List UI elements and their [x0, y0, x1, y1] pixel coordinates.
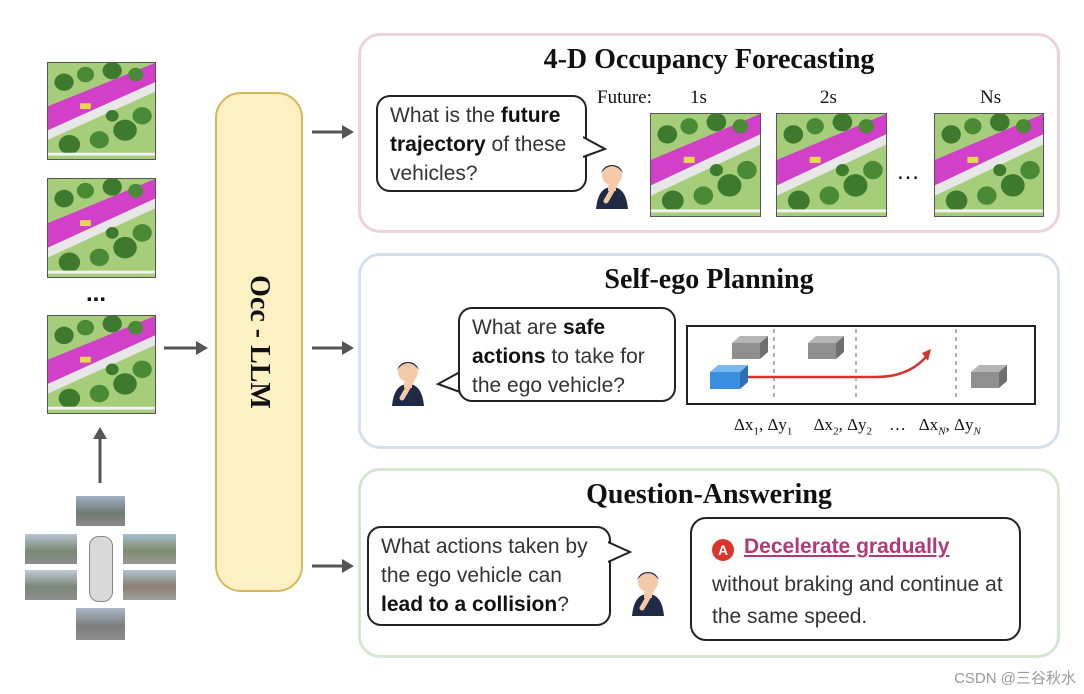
- delta-sub-2b: 2: [866, 425, 873, 438]
- delta-sub-2: 2: [833, 425, 839, 438]
- forecast-frame-ns: [934, 113, 1044, 217]
- person-icon: [628, 562, 668, 624]
- person-icon: [592, 155, 632, 217]
- qa-question-emphasis: lead to a collision: [381, 593, 558, 616]
- vehicle-box-2: [808, 336, 844, 359]
- qa-question-bubble: What actions taken by the ego vehicle ca…: [367, 526, 611, 626]
- forecast-frame-1s: [650, 113, 761, 217]
- qa-question-text-end: ?: [557, 593, 569, 616]
- qa-question-text: What actions taken by the ego vehicle ca…: [381, 535, 588, 587]
- delta-x-1: Δx: [734, 415, 754, 434]
- frame-label-1s: 1s: [690, 87, 707, 108]
- delta-sub-n: N: [938, 425, 946, 438]
- ego-car: [89, 536, 113, 602]
- occ-llm-block: Occ - LLM: [215, 92, 303, 592]
- delta-sub-nb: N: [973, 425, 981, 438]
- qa-title: Question-Answering: [586, 479, 832, 510]
- camera-back-right: [123, 570, 176, 600]
- planning-question-emphasis: safe actions: [472, 316, 606, 368]
- forecasting-question-emphasis: future trajectory: [390, 104, 561, 156]
- occ-llm-label: Occ - LLM: [244, 275, 275, 409]
- person-icon: [388, 352, 428, 414]
- delta-sub-1: 1: [753, 425, 759, 438]
- planning-bubble-tail: [436, 371, 460, 393]
- arrow-llm-to-forecast: [312, 125, 354, 139]
- camera-front-right: [123, 534, 176, 564]
- planning-question-bubble: What are safe actions to take for the eg…: [458, 307, 676, 402]
- camera-front-left: [25, 534, 77, 564]
- forecasting-bubble-tail: [583, 136, 608, 158]
- forecast-frame-2s: [776, 113, 887, 217]
- occupancy-map-3: [47, 315, 156, 414]
- vehicle-box-1: [732, 336, 768, 359]
- vehicle-box-3: [971, 365, 1007, 388]
- left-ellipsis: ...: [86, 280, 107, 307]
- frames-ellipsis: …: [896, 158, 920, 185]
- watermark: CSDN @三谷秋水: [954, 670, 1076, 687]
- forecasting-question-text-end: of these vehicles?: [390, 133, 567, 185]
- forecasting-title: 4-D Occupancy Forecasting: [543, 44, 875, 75]
- answer-headline: Decelerate gradually: [744, 535, 950, 558]
- delta-sub-1b: 1: [786, 425, 793, 438]
- delta-y-2: , Δy: [838, 415, 867, 434]
- delta-x-n: Δx: [918, 415, 939, 434]
- delta-y-1: , Δy: [758, 415, 787, 434]
- ego-vehicle-box: [710, 365, 748, 389]
- forecasting-question-bubble: What is the future trajectory of these v…: [376, 95, 587, 192]
- camera-back-left: [25, 570, 77, 600]
- planning-question-text: What are: [472, 316, 564, 339]
- frame-label-ns: Ns: [980, 87, 1002, 108]
- camera-images: [25, 496, 177, 640]
- answer-body: without braking and continue at the same…: [712, 573, 1003, 628]
- answer-badge-icon: A: [712, 539, 734, 561]
- arrow-llm-to-planning: [312, 341, 354, 355]
- occupancy-map-1: [47, 62, 156, 160]
- qa-bubble-tail: [608, 541, 633, 563]
- camera-front: [76, 496, 125, 526]
- forecasting-question-text: What is the: [390, 104, 501, 127]
- delta-ellipsis: …: [889, 415, 906, 434]
- arrow-occ-to-llm: [164, 341, 208, 355]
- trajectory-arrowhead: [922, 349, 931, 361]
- future-label: Future:: [597, 87, 652, 108]
- delta-y-n: , Δy: [945, 415, 974, 434]
- delta-x-2: Δx: [813, 415, 834, 434]
- planning-title: Self-ego Planning: [604, 264, 814, 295]
- planning-trajectory-diagram: [686, 325, 1036, 405]
- answer-box: A Decelerate gradually without braking a…: [690, 517, 1021, 641]
- delta-labels: Δx1, Δy1 Δx2, Δy2 … ΔxN, ΔyN: [734, 415, 981, 437]
- trajectory-arrow: [748, 356, 927, 379]
- occupancy-map-2: [47, 178, 156, 278]
- camera-back: [76, 608, 125, 640]
- arrow-llm-to-qa: [312, 559, 354, 573]
- arrow-camera-to-occ: [93, 427, 107, 483]
- planning-question-text-end: to take for the ego vehicle?: [472, 345, 645, 397]
- frame-label-2s: 2s: [820, 87, 837, 108]
